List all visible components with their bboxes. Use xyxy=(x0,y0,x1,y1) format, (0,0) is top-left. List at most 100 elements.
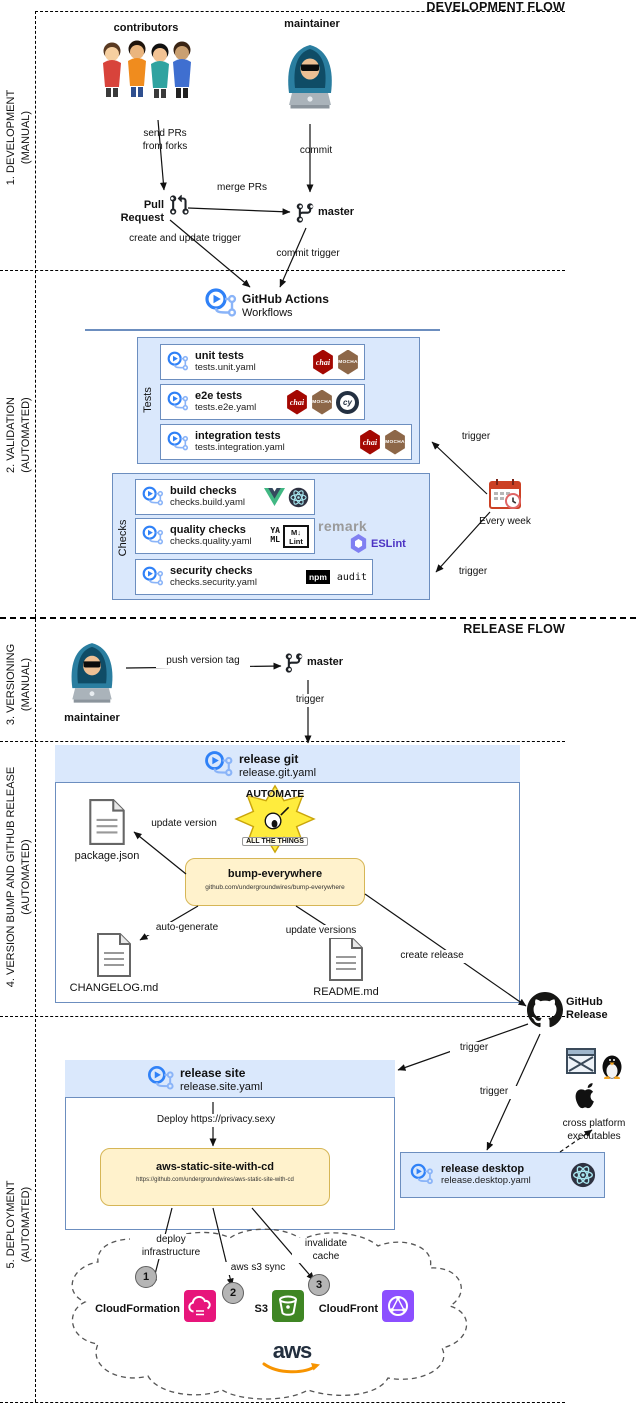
s3-icon xyxy=(272,1290,304,1322)
tests-group-label: Tests xyxy=(142,387,154,413)
meme-top-text: AUTOMATE xyxy=(245,788,305,800)
commit-label: commit xyxy=(299,145,333,156)
github-actions-icon xyxy=(141,485,165,509)
every-week-label: Every week xyxy=(479,516,531,527)
workflow-title: unit tests xyxy=(195,350,244,363)
deploy-infrastructure-label: deploy infrastructure xyxy=(130,1234,212,1259)
vue-icon xyxy=(264,488,285,506)
section-label-deployment: 5. DEPLOYMENT (AUTOMATED) xyxy=(5,1180,32,1269)
changelog-label: CHANGELOG.md xyxy=(69,982,159,994)
workflow-title: quality checks xyxy=(170,524,246,537)
github-actions-subtitle: Workflows xyxy=(242,307,293,319)
eslint-logo: ESLint xyxy=(350,534,406,553)
github-actions-icon xyxy=(166,390,190,414)
chai-icon: chai xyxy=(360,429,380,455)
aws-static-site-title: aws-static-site-with-cd xyxy=(156,1161,274,1173)
section-label-development: 1. DEVELOPMENT (MANUAL) xyxy=(5,89,32,186)
cross-platform-label: cross platform executables xyxy=(562,1118,626,1142)
release-git-file: release.git.yaml xyxy=(239,767,317,779)
workflow-file: checks.security.yaml xyxy=(170,576,257,588)
top-border-line xyxy=(35,11,565,12)
trigger-integration-label: trigger xyxy=(452,431,500,444)
electron-icon xyxy=(288,487,309,508)
auto-generate-label: auto-generate xyxy=(146,922,228,935)
release-site-title: release site xyxy=(180,1066,246,1080)
release-site-header xyxy=(65,1060,395,1098)
workflow-title: security checks xyxy=(170,565,253,578)
github-actions-icon xyxy=(166,350,190,374)
cloudformation-label: CloudFormation xyxy=(95,1303,180,1315)
git-branch-icon xyxy=(294,202,316,224)
section-label-version-bump: 4. VERSION BUMP AND GITHUB RELEASE (AUTO… xyxy=(5,766,32,988)
eslint-text: ESLint xyxy=(371,537,406,550)
aws-static-site-subtitle: https://github.com/undergroundwires/aws-… xyxy=(136,1176,294,1183)
aws-logo-text: aws xyxy=(272,1338,313,1363)
npm-icon: npm xyxy=(305,570,330,584)
github-release-label: GitHub Release xyxy=(566,996,608,1021)
trigger-versioning-label: trigger xyxy=(286,694,334,707)
workflow-file: tests.integration.yaml xyxy=(195,441,285,453)
master-label: master xyxy=(318,206,355,218)
workflow-security-checks: security checks checks.security.yaml npm… xyxy=(135,559,373,595)
chai-icon: chai xyxy=(313,349,333,375)
workflow-quality-checks: quality checks checks.quality.yaml YA ML… xyxy=(135,518,315,554)
cloudfront-icon xyxy=(382,1290,414,1322)
linux-tux-icon xyxy=(599,1050,625,1080)
push-version-tag-label: push version tag xyxy=(156,655,250,668)
workflow-file: checks.quality.yaml xyxy=(170,535,252,547)
package-json-icon xyxy=(88,798,126,846)
aws-static-site-box: aws-static-site-with-cd https://github.c… xyxy=(100,1148,330,1206)
mocha-icon: MOCHA xyxy=(312,389,332,415)
calendar-icon xyxy=(487,476,523,512)
release-site-file: release.site.yaml xyxy=(180,1081,263,1093)
workflow-title: e2e tests xyxy=(195,390,243,403)
trigger-site-label: trigger xyxy=(450,1042,498,1055)
release-desktop-title: release desktop xyxy=(441,1163,525,1176)
cloudfront-label: CloudFront xyxy=(318,1303,378,1315)
aws-logo-swoosh-icon xyxy=(262,1362,322,1376)
eslint-icon xyxy=(350,534,367,553)
workflow-title: build checks xyxy=(170,485,237,498)
release-git-title: release git xyxy=(239,752,299,766)
step-1-badge: 1 xyxy=(135,1266,157,1288)
pull-request-icon xyxy=(168,194,190,216)
cypress-icon: cy xyxy=(336,390,359,414)
left-divider-dev xyxy=(35,11,36,617)
commit-trigger-label: commit trigger xyxy=(276,248,340,259)
maintainer-label: maintainer xyxy=(64,712,120,724)
aws-s3-sync-label: aws s3 sync xyxy=(222,1262,294,1275)
release-flow-title: RELEASE FLOW xyxy=(463,622,565,636)
npm-audit-text: audit xyxy=(336,571,367,583)
s3-label: S3 xyxy=(254,1303,268,1315)
workflow-title: integration tests xyxy=(195,430,281,443)
github-actions-icon xyxy=(146,1064,176,1094)
package-json-label: package.json xyxy=(74,850,140,862)
master-label: master xyxy=(307,656,344,668)
release-git-header xyxy=(55,745,520,783)
yaml-icon: YA ML xyxy=(270,526,280,544)
workflow-file: checks.build.yaml xyxy=(170,496,245,508)
release-desktop-file: release.desktop.yaml xyxy=(441,1174,531,1186)
markdownlint-icon: M↓ Lint xyxy=(283,524,309,548)
github-actions-icon xyxy=(203,286,239,322)
flow-border-line xyxy=(0,617,636,619)
update-versions-label: update versions xyxy=(276,925,366,938)
bump-everywhere-title: bump-everywhere xyxy=(227,868,323,880)
maintainer-icon xyxy=(62,640,122,708)
github-actions-icon xyxy=(409,1162,435,1188)
electron-icon xyxy=(570,1162,596,1188)
readme-icon xyxy=(328,936,364,982)
windows-app-icon xyxy=(566,1048,596,1074)
changelog-icon xyxy=(96,932,132,978)
github-actions-icon xyxy=(141,565,165,589)
contributors-image xyxy=(98,36,194,114)
separator-versioning-bump xyxy=(0,741,565,742)
bump-everywhere-box: bump-everywhere github.com/undergroundwi… xyxy=(185,858,365,906)
contributors-label: contributors xyxy=(113,22,179,34)
send-prs-label: send PRs from forks xyxy=(142,128,188,152)
mocha-icon: MOCHA xyxy=(338,349,358,375)
workflow-e2e-tests: e2e tests tests.e2e.yaml chai MOCHA cy xyxy=(160,384,365,420)
meme-bottom-text: ALL THE THINGS xyxy=(242,837,308,846)
create-release-label: create release xyxy=(392,950,472,963)
